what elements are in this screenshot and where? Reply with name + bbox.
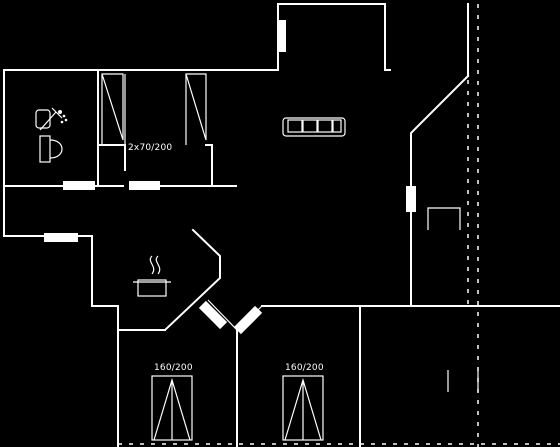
window-bunk xyxy=(129,181,160,190)
window-living-right xyxy=(406,186,416,212)
window-bathroom xyxy=(63,181,95,190)
hall-left-wall xyxy=(3,185,119,447)
window-bedroom-left xyxy=(198,300,228,330)
chair-icon xyxy=(427,207,461,230)
bedroom-left: 160/200 xyxy=(151,363,193,441)
wardrobe-right-icon xyxy=(185,73,207,145)
wardrobe-left-icon xyxy=(101,73,124,145)
bathroom xyxy=(35,107,68,163)
bed-right-icon xyxy=(282,375,324,441)
shower-icon xyxy=(35,107,68,131)
walls xyxy=(3,3,560,447)
window-hall xyxy=(44,233,78,242)
bedroom-right: 160/200 xyxy=(282,363,324,441)
windows xyxy=(44,20,416,335)
bed-left-icon xyxy=(151,375,193,441)
outer-wall-top-left xyxy=(3,3,386,71)
toilet-icon xyxy=(39,135,63,163)
terrace xyxy=(427,207,479,392)
bedroom-left-label: 160/200 xyxy=(154,363,193,373)
window-bedroom-right xyxy=(233,305,263,335)
living-room xyxy=(282,117,346,137)
bunk-room-label: 2x70/200 xyxy=(128,143,172,153)
kitchen-diagonal xyxy=(163,228,221,332)
stove-pot-icon xyxy=(133,255,171,297)
kitchen xyxy=(133,255,171,297)
window-top xyxy=(277,20,286,52)
sofa-icon xyxy=(282,117,346,137)
bench-icon xyxy=(447,370,479,392)
living-right-wall xyxy=(410,74,470,307)
bunk-room: 2x70/200 xyxy=(101,73,207,153)
bedroom-right-label: 160/200 xyxy=(285,363,324,373)
